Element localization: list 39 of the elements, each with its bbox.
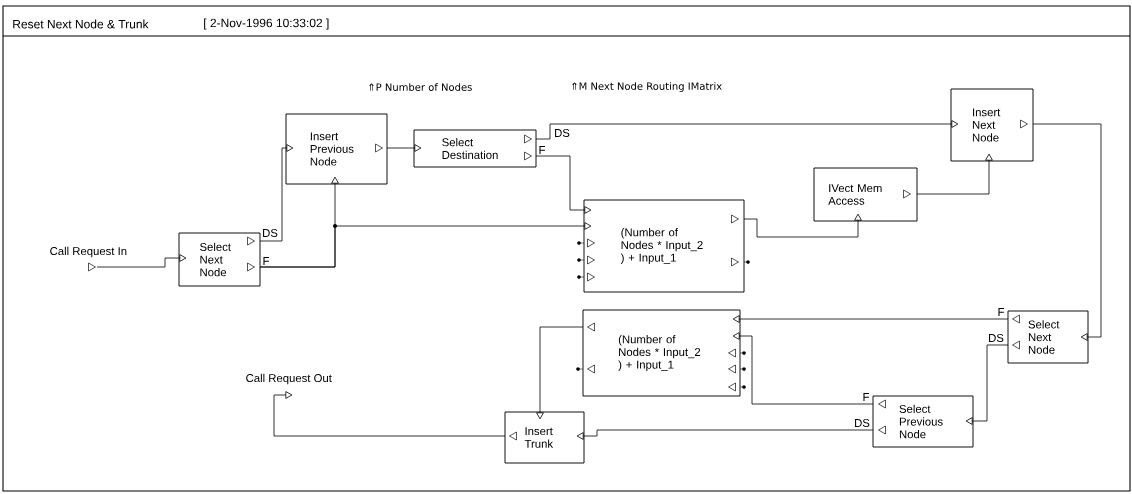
- connector: [732, 332, 874, 405]
- connector: [535, 155, 592, 214]
- port-label: DS: [855, 419, 870, 427]
- parameter-label: ⇑M Next Node Routing IMatrix: [572, 82, 722, 92]
- port-label: F: [863, 393, 869, 401]
- title-text: Reset Next Node & Trunk: [13, 19, 149, 29]
- connector: [273, 391, 506, 437]
- function-block: Select Destination: [413, 129, 537, 168]
- timestamp: [ 2-Nov-1996 10:33:02 ]: [204, 18, 329, 30]
- connector: [965, 344, 1009, 425]
- parameter-label: ⇑P Number of Nodes: [369, 83, 472, 91]
- connector: [535, 120, 959, 140]
- port-label: DS: [555, 129, 570, 137]
- function-block: Insert Next Node: [950, 88, 1034, 162]
- terminal-label: Call Request In: [50, 246, 127, 272]
- function-block: (Number of Nodes * Input_2 ) + Input_1: [577, 199, 750, 293]
- connector: [96, 254, 187, 268]
- connector: [1032, 123, 1102, 341]
- connector: [536, 326, 584, 420]
- connector: [386, 144, 422, 152]
- function-block: (Number of Nodes * Input_2 ) + Input_1: [576, 309, 746, 397]
- port-label: F: [539, 146, 545, 154]
- function-block: Select Previous Node: [872, 395, 974, 448]
- function-block: Select Next Node: [178, 232, 261, 287]
- connector: [259, 144, 294, 242]
- port-label: F: [263, 257, 269, 265]
- connector: [576, 429, 874, 440]
- port-label: DS: [263, 229, 278, 237]
- function-block: Insert Previous Node: [285, 113, 388, 185]
- connector: [743, 213, 862, 238]
- connector: [259, 222, 592, 268]
- port-label: F: [998, 308, 1004, 316]
- connector: [732, 315, 1009, 323]
- terminal-label: Call Request Out: [246, 373, 332, 385]
- function-block: Select Next Node: [1007, 310, 1089, 364]
- function-block: IVect Mem Access: [813, 167, 918, 222]
- connector: [916, 153, 993, 195]
- function-block: Insert Trunk: [504, 411, 585, 464]
- port-label: DS: [989, 334, 1004, 342]
